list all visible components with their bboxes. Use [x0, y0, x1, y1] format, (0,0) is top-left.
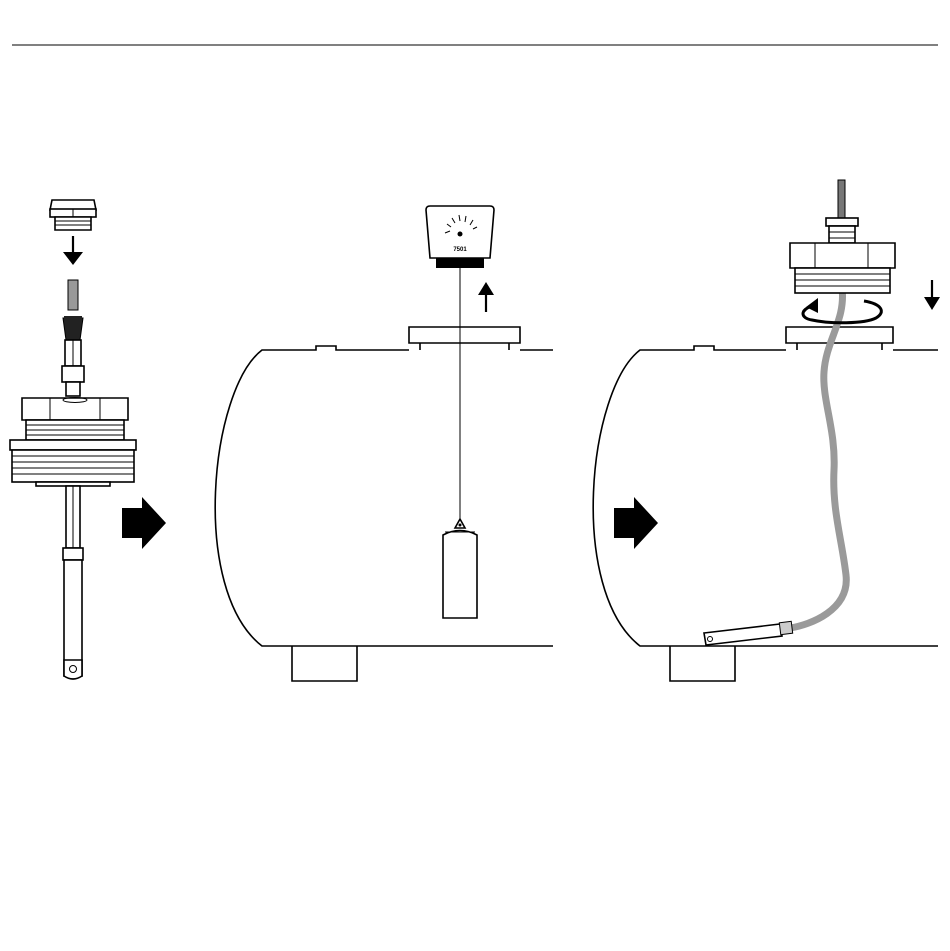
float-icon: [443, 519, 477, 618]
step-2-tank: 7501: [215, 206, 553, 681]
plug-icon: [50, 200, 96, 230]
sensor-rod-icon: [10, 280, 136, 679]
arrow-right-icon: [614, 497, 658, 549]
tank-icon: [215, 327, 553, 681]
probe-icon: [704, 621, 793, 645]
arrow-down-icon: [63, 236, 83, 265]
arrow-down-icon: [924, 280, 940, 310]
arrow-right-icon: [122, 497, 166, 549]
fitting-icon: [790, 180, 895, 293]
arrow-up-icon: [478, 282, 494, 312]
gauge-icon: 7501: [426, 206, 494, 268]
step-3-tank: [593, 180, 940, 681]
step-1-assembly: [10, 200, 136, 679]
gauge-code-label: 7501: [453, 247, 467, 253]
